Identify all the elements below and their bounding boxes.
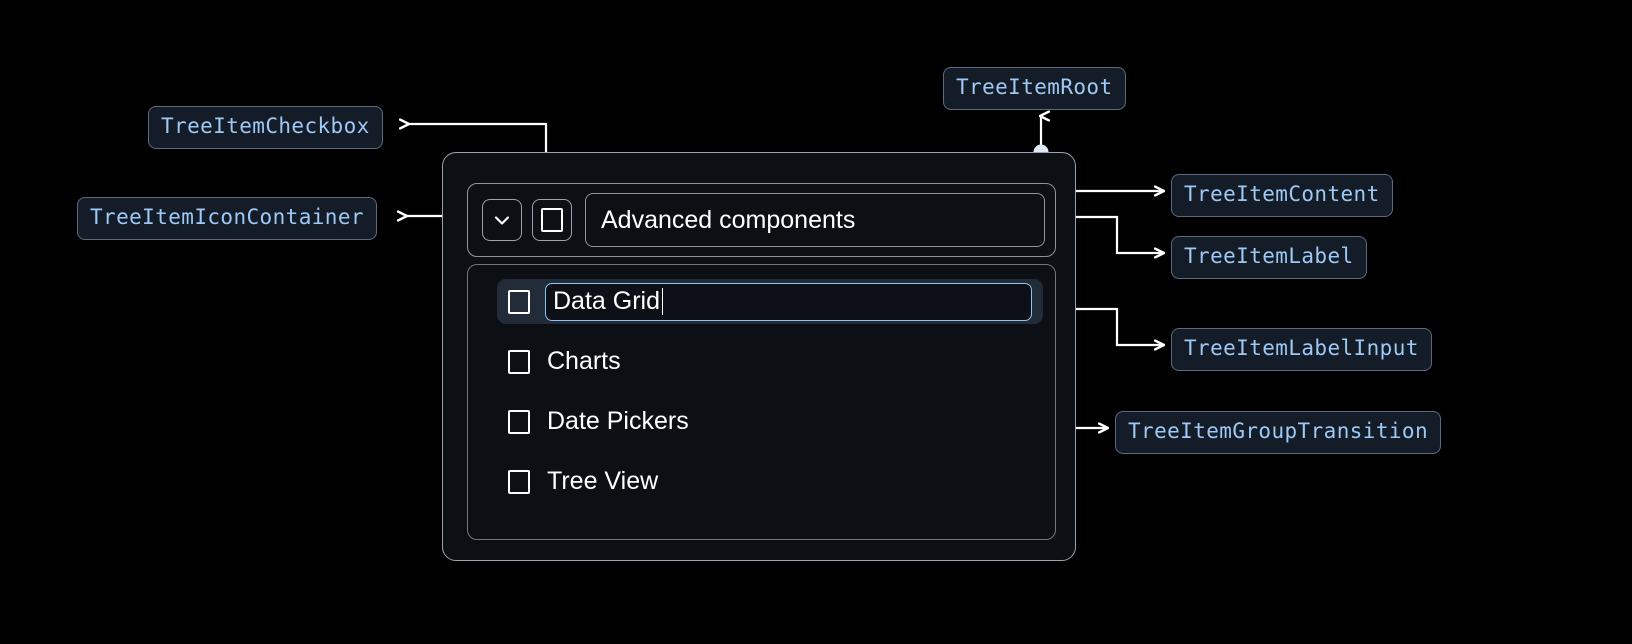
tree-item-label-input[interactable]: Data Grid (545, 282, 1032, 321)
annotation-chip-tree-item-icon-container: TreeItemIconContainer (77, 197, 377, 240)
tree-item-group-transition: Data Grid Charts Date Pickers Tree View (467, 264, 1056, 540)
annotation-chip-label: TreeItemRoot (956, 75, 1113, 99)
tree-item-root[interactable]: Advanced components Data Grid Charts Dat (442, 152, 1076, 561)
annotation-chip-tree-item-label: TreeItemLabel (1171, 236, 1367, 279)
annotation-chip-tree-item-checkbox: TreeItemCheckbox (148, 106, 383, 149)
annotation-chip-label: TreeItemContent (1184, 182, 1380, 206)
text-caret (661, 288, 664, 315)
annotation-chip-label: TreeItemGroupTransition (1128, 419, 1428, 443)
tree-item-label-text: Tree View (547, 467, 659, 495)
annotation-chip-label: TreeItemIconContainer (90, 205, 364, 229)
tree-item-label-text: Advanced components (601, 205, 856, 234)
tree-item-label-text: Date Pickers (547, 407, 689, 435)
chevron-down-icon (490, 208, 514, 232)
annotation-chip-label: TreeItemLabel (1184, 244, 1354, 268)
checkbox-unchecked-icon[interactable] (508, 469, 530, 494)
tree-item-row-tree-view[interactable]: Tree View (497, 459, 1043, 504)
tree-item-row-data-grid[interactable]: Data Grid (497, 279, 1043, 324)
tree-item-row-charts[interactable]: Charts (497, 339, 1043, 384)
tree-item-icon-container[interactable] (482, 199, 522, 241)
annotation-chip-label: TreeItemLabelInput (1184, 336, 1419, 360)
tree-item-label[interactable]: Advanced components (585, 193, 1045, 247)
tree-item-label-text: Charts (547, 347, 621, 375)
tree-item-checkbox[interactable] (532, 199, 572, 241)
tree-item-label-input-value: Data Grid (553, 287, 660, 315)
annotation-chip-tree-item-label-input: TreeItemLabelInput (1171, 328, 1432, 371)
checkbox-unchecked-icon[interactable] (508, 349, 530, 374)
tree-item-row-date-pickers[interactable]: Date Pickers (497, 399, 1043, 444)
annotation-chip-label: TreeItemCheckbox (161, 114, 370, 138)
checkbox-unchecked-icon[interactable] (508, 409, 530, 434)
annotation-chip-tree-item-content: TreeItemContent (1171, 174, 1393, 217)
checkbox-unchecked-icon (541, 208, 563, 232)
checkbox-unchecked-icon[interactable] (508, 289, 530, 314)
tree-item-content[interactable]: Advanced components (467, 183, 1056, 257)
annotation-chip-tree-item-root: TreeItemRoot (943, 67, 1126, 110)
annotation-chip-tree-item-group-transition: TreeItemGroupTransition (1115, 411, 1441, 454)
